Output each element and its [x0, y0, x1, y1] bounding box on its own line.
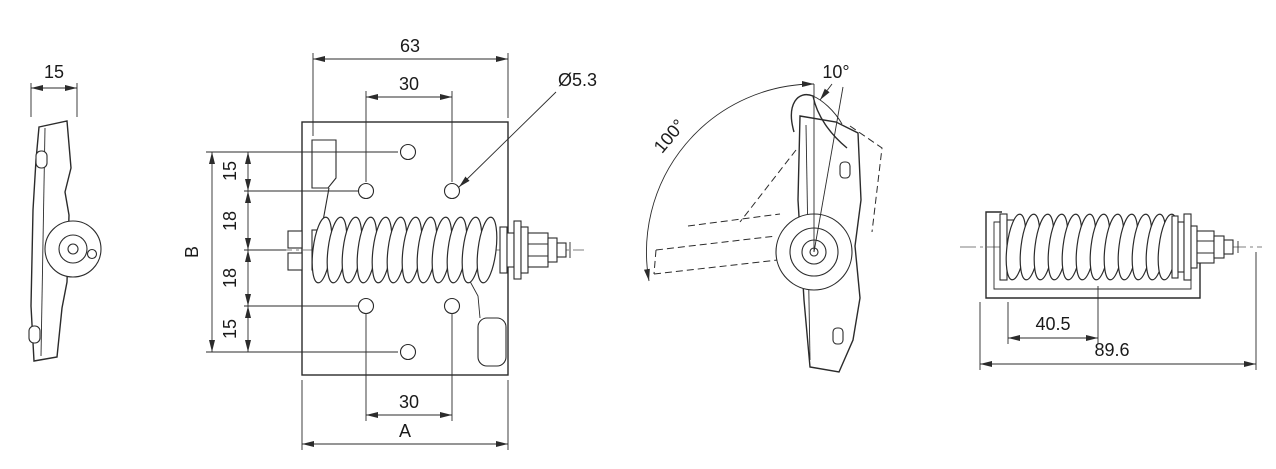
- open-position-view: 100° 10°: [643, 62, 883, 373]
- mounting-slot: [35, 150, 48, 169]
- mounting-hole: [399, 343, 417, 361]
- mounting-hole: [357, 182, 375, 200]
- shaft-assembly: [1171, 213, 1239, 281]
- spring-arm-tab-bottom: [477, 317, 507, 367]
- side-profile-view: 15: [28, 62, 102, 362]
- mounting-hole: [443, 297, 461, 315]
- dim-label-hole-diameter: Ø5.3: [558, 70, 597, 90]
- mounting-hole: [443, 182, 461, 200]
- dim-label-open-angle: 100°: [650, 115, 689, 156]
- dim-label-overall-width: 63: [400, 36, 420, 56]
- dim-label-top-hole-spacing: 30: [399, 74, 419, 94]
- shaft-assembly: [499, 220, 571, 280]
- dim-label-spacing-2: 18: [220, 211, 240, 231]
- mounting-hole: [357, 297, 375, 315]
- dim-label-spacing-3: 18: [220, 268, 240, 288]
- mounting-slot: [839, 161, 851, 179]
- dim-label-height-ref: B: [182, 246, 202, 258]
- dim-label-side-width: 15: [44, 62, 64, 82]
- mounting-slot: [28, 325, 41, 344]
- dim-label-preload-angle: 10°: [822, 62, 849, 82]
- dim-label-spring-length: 40.5: [1035, 314, 1070, 334]
- spring-side-view: 40.5 89.6: [960, 211, 1262, 370]
- mounting-hole: [399, 143, 417, 161]
- front-view: 63 30 Ø5.3 B 15 18 18 15 30 A: [182, 36, 597, 450]
- dim-label-spacing-4: 15: [220, 319, 240, 339]
- dim-label-width-ref: A: [399, 421, 411, 441]
- spring-arm-tab-top: [311, 139, 337, 189]
- dim-label-spacing-1: 15: [220, 161, 240, 181]
- mounting-slot: [832, 327, 844, 345]
- dim-label-bottom-hole-spacing: 30: [399, 392, 419, 412]
- torsion-spring-coil: [1002, 212, 1182, 282]
- torsion-spring-coil: [308, 215, 501, 285]
- dim-label-overall-length: 89.6: [1094, 340, 1129, 360]
